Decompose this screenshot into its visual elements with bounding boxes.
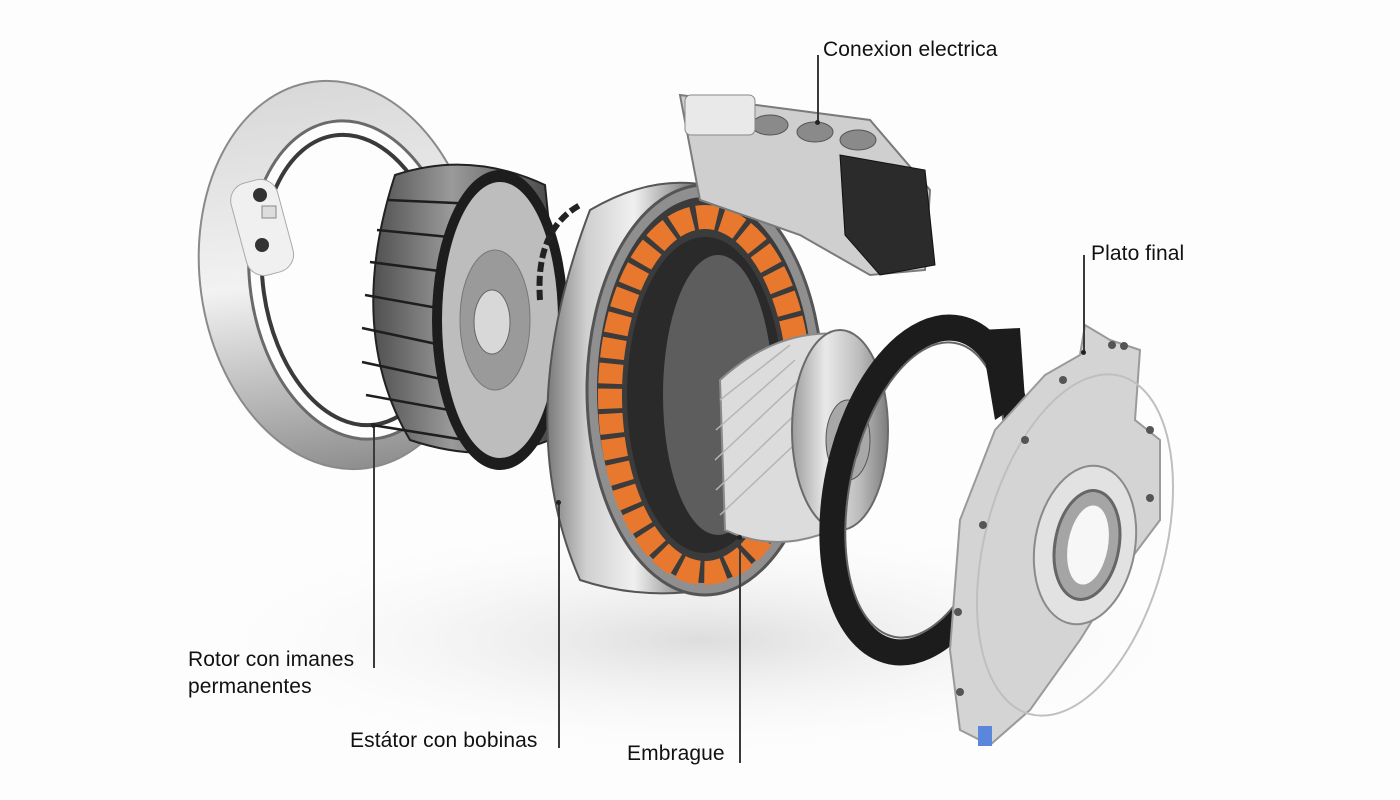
leader-dot-rotor	[371, 423, 376, 428]
leader-dot-conexion	[815, 120, 820, 125]
end-plate	[948, 323, 1175, 747]
leader-dot-estator	[556, 500, 561, 505]
leader-dot-plato	[1081, 350, 1086, 355]
label-estator-con-bobinas: Estátor con bobinas	[350, 729, 538, 752]
label-rotor-line1: Rotor con imanes	[188, 648, 355, 671]
stator-with-coils	[536, 181, 825, 597]
label-rotor: Rotor con imanes permanentes	[188, 646, 354, 700]
leader-estator	[558, 502, 560, 748]
leader-plato	[1083, 255, 1085, 352]
blue-marker	[978, 726, 992, 746]
label-embrague: Embrague	[627, 742, 725, 765]
label-plato-final: Plato final	[1091, 242, 1185, 265]
leader-embrague	[739, 537, 741, 763]
leader-conexion	[817, 55, 819, 122]
electrical-connection-block	[678, 93, 936, 277]
label-conexion-electrica: Conexion electrica	[823, 38, 998, 61]
label-rotor-line2: permanentes	[188, 675, 312, 698]
leader-rotor	[373, 425, 375, 668]
rotor-with-permanent-magnets	[361, 163, 572, 470]
leader-dot-embrague	[737, 535, 742, 540]
